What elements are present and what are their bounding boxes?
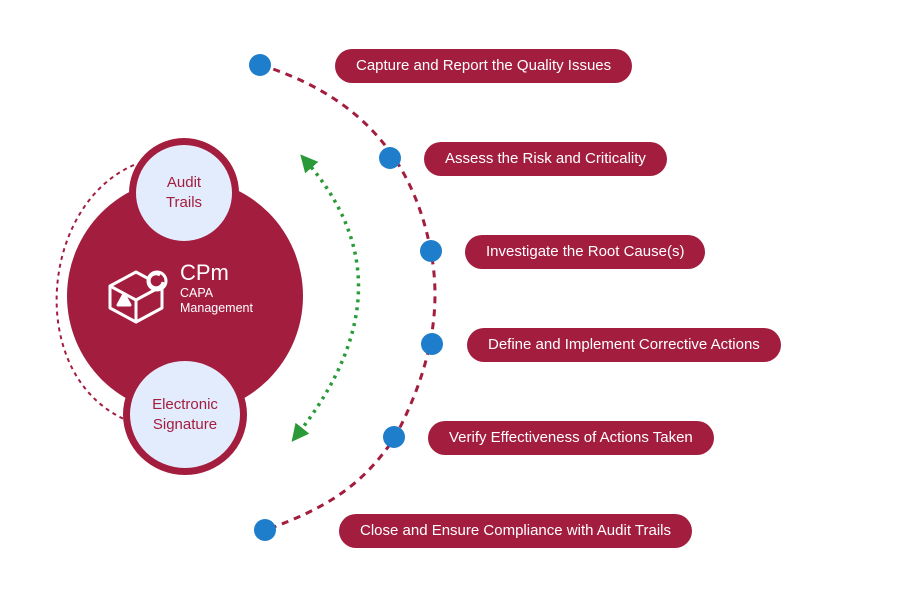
step-3-dot [420,240,442,262]
esignature-label-line2: Signature [152,415,218,433]
step-6-dot [254,519,276,541]
electronic-signature-circle: Electronic Signature [123,354,247,475]
brand-subtitle-line1: CAPA [180,286,214,300]
hub-circle [67,178,303,414]
step-2-pill: Assess the Risk and Criticality [424,142,667,176]
bidirectional-arrow [291,154,361,442]
step-4-dot [421,333,443,355]
step-6-pill: Close and Ensure Compliance with Audit T… [339,514,692,548]
process-flow-arc [260,63,437,532]
hub-orbit-dashed-line [55,164,135,421]
step-1-dot [249,54,271,76]
step-2-dot [379,147,401,169]
audit-trails-label-line1: Audit [166,174,202,191]
step-5-pill: Verify Effectiveness of Actions Taken [428,421,714,455]
cpm-brand: CPm CAPA Management [104,260,253,316]
audit-trails-label-line2: Trails [165,194,203,211]
brand-subtitle-line2: Management [180,301,253,315]
audit-trails-circle: Audit Trails [129,138,239,248]
step-4-pill: Define and Implement Corrective Actions [467,328,781,362]
brand-name: CPm [180,260,229,285]
capa-box-icon [108,270,168,324]
esignature-label-line1: Electronic [152,395,218,413]
step-3-pill: Investigate the Root Cause(s) [465,235,706,269]
step-1-pill: Capture and Report the Quality Issues [335,49,633,83]
step-5-dot [383,426,405,448]
